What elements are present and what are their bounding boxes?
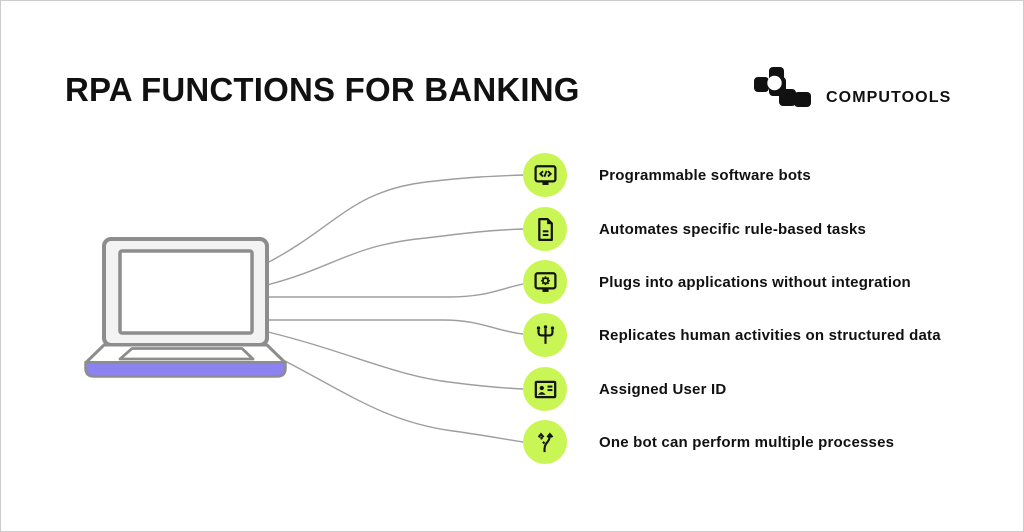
laptop-screen-frame bbox=[102, 237, 269, 347]
connector-line-5 bbox=[267, 331, 524, 390]
computools-logo: COMPUTOOLS bbox=[754, 65, 951, 109]
connector-line-4 bbox=[267, 319, 524, 335]
computools-logo-text: COMPUTOOLS bbox=[826, 89, 952, 106]
feature-item-1: Programmable software bots bbox=[523, 153, 811, 197]
feature-icon-bubble bbox=[523, 153, 567, 197]
feature-label: Automates specific rule-based tasks bbox=[599, 220, 867, 238]
connector-line-2 bbox=[266, 228, 525, 286]
computools-logo-icon bbox=[754, 67, 811, 107]
feature-label: Assigned User ID bbox=[599, 380, 727, 398]
feature-icon-bubble bbox=[523, 313, 567, 357]
connector-line-3 bbox=[267, 283, 524, 298]
network-branch-icon bbox=[536, 324, 554, 344]
feature-item-3: Plugs into applications without integrat… bbox=[523, 260, 911, 304]
connector-line-6 bbox=[282, 359, 524, 443]
id-card-icon bbox=[534, 380, 556, 398]
laptop-base bbox=[84, 343, 287, 364]
laptop-touchpad bbox=[118, 347, 255, 361]
page-title: RPA FUNCTIONS FOR BANKING bbox=[65, 71, 580, 108]
laptop-icon bbox=[84, 237, 287, 378]
feature-icon-bubble bbox=[523, 260, 567, 304]
gear-monitor-icon bbox=[533, 271, 557, 292]
connector-lines bbox=[266, 174, 526, 443]
feature-icon-bubble bbox=[523, 367, 567, 411]
feature-item-5: Assigned User ID bbox=[523, 367, 726, 411]
feature-item-4: Replicates human activities on structure… bbox=[523, 313, 941, 357]
split-arrows-icon bbox=[537, 431, 553, 452]
feature-label: Plugs into applications without integrat… bbox=[599, 273, 911, 291]
laptop-bottom-bar bbox=[84, 361, 287, 378]
feature-label: One bot can perform multiple processes bbox=[599, 433, 895, 451]
document-icon bbox=[537, 217, 553, 241]
feature-item-6: One bot can perform multiple processes bbox=[523, 420, 894, 464]
feature-icon-bubble bbox=[523, 420, 567, 464]
feature-label: Replicates human activities on structure… bbox=[599, 326, 941, 344]
laptop-screen bbox=[118, 249, 254, 335]
code-monitor-icon bbox=[533, 164, 557, 185]
connector-line-1 bbox=[266, 174, 526, 264]
feature-item-2: Automates specific rule-based tasks bbox=[523, 207, 866, 251]
feature-icon-bubble bbox=[523, 207, 567, 251]
feature-label: Programmable software bots bbox=[599, 166, 811, 184]
